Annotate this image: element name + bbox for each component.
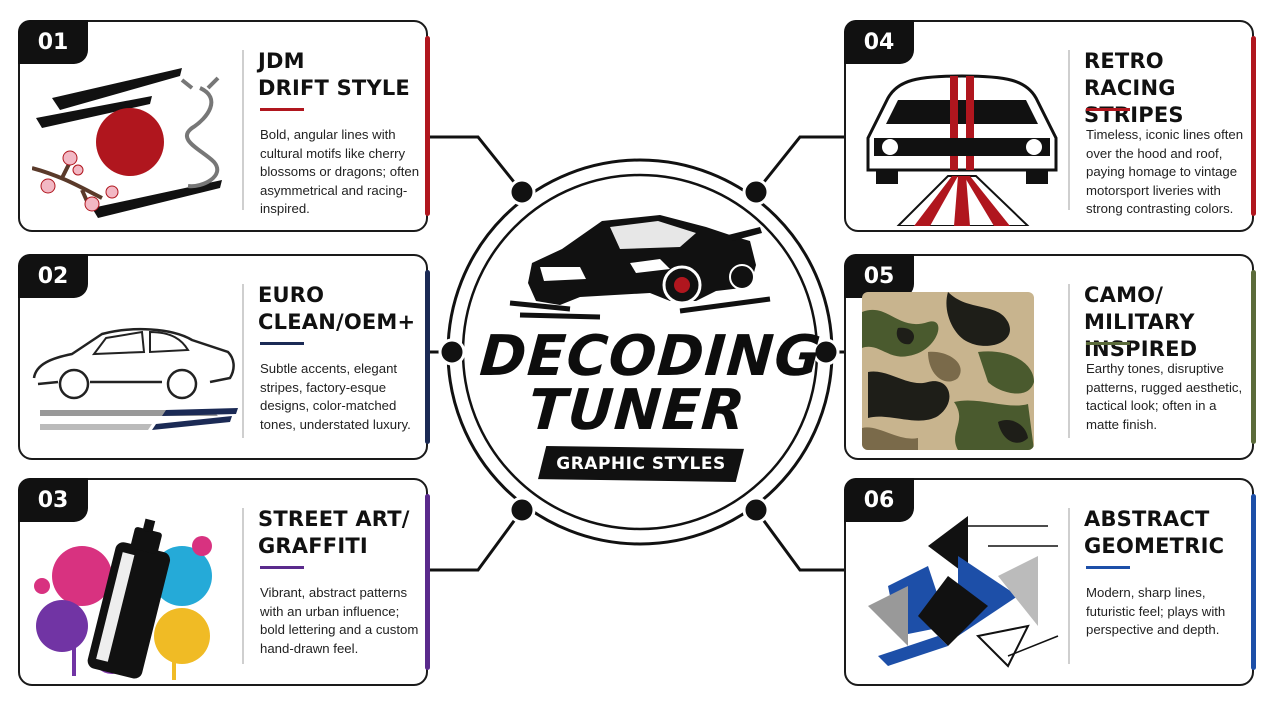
card-accent [1251, 36, 1256, 216]
center-title-line2: TUNER [526, 378, 748, 443]
rising-sun-dragon-blossom-icon [32, 68, 222, 218]
node-04 [742, 178, 770, 206]
center-car-icon [509, 215, 771, 320]
card-accent [1251, 494, 1256, 670]
connector-01 [428, 135, 524, 193]
card-divider [242, 508, 244, 664]
card-description: Timeless, iconic lines often over the ho… [1086, 127, 1244, 217]
center-subtitle: GRAPHIC STYLES [538, 446, 744, 482]
card-description: Subtle accents, elegant stripes, factory… [260, 361, 411, 432]
title-underline [260, 342, 304, 345]
sedan-outline-icon [32, 327, 238, 430]
muscle-car-stripes-icon [866, 74, 1058, 226]
card-title-line2: MILITARY INSPIRED [1084, 310, 1198, 361]
node-05 [812, 338, 840, 366]
node-06 [742, 496, 770, 524]
title-underline [1086, 342, 1130, 345]
card-divider [242, 284, 244, 438]
card-title-line1: RETRO [1084, 49, 1164, 73]
card-divider [1068, 284, 1070, 438]
center-title: DECODING TUNER [474, 324, 824, 443]
node-02 [438, 338, 466, 366]
card-number-badge: 06 [844, 478, 914, 522]
card-number-badge: 01 [18, 20, 88, 64]
card-title-line1: CAMO/ [1084, 283, 1164, 307]
card-number-badge: 04 [844, 20, 914, 64]
card-description: Vibrant, abstract patterns with an urban… [260, 585, 419, 656]
card-number-badge: 05 [844, 254, 914, 298]
style-card-street-art: 03 STREET ART/ GRAFFITI Vibrant, abstrac… [18, 478, 430, 686]
card-accent [425, 494, 430, 670]
card-title-line2: GEOMETRIC [1084, 534, 1225, 558]
card-title-line2: RACING STRIPES [1084, 76, 1184, 127]
style-card-camo: 05 CAMO/ MILITARY INSPIRED Earthy tones,… [844, 254, 1256, 460]
card-divider [242, 50, 244, 210]
title-underline [1086, 108, 1130, 111]
node-03 [508, 496, 536, 524]
node-01 [508, 178, 536, 206]
card-description: Modern, sharp lines, futuristic feel; pl… [1086, 585, 1226, 638]
style-card-jdm: 01 JDM DRIFT STYLE Bold, angular lines w… [18, 20, 430, 232]
geometric-shapes-icon [868, 516, 1059, 668]
card-title-line2: GRAFFITI [258, 534, 368, 558]
card-title: EURO CLEAN/OEM+ [258, 282, 418, 336]
style-card-retro: 04 RETRO RACING STRIPES Timeless, iconic… [844, 20, 1256, 232]
card-title-line2: DRIFT STYLE [258, 76, 410, 100]
connector-04 [754, 135, 846, 193]
card-title-line1: EURO [258, 283, 325, 307]
card-title: JDM DRIFT STYLE [258, 48, 418, 102]
card-title-line1: STREET ART/ [258, 507, 410, 531]
card-divider [1068, 508, 1070, 664]
card-number-badge: 02 [18, 254, 88, 298]
card-title: RETRO RACING STRIPES [1084, 48, 1244, 129]
card-description: Bold, angular lines with cultural motifs… [260, 127, 420, 217]
card-title-line1: ABSTRACT [1084, 507, 1210, 531]
style-card-abstract: 06 ABSTRACT GEOMETRIC Modern, sharp line… [844, 478, 1256, 686]
card-title: ABSTRACT GEOMETRIC [1084, 506, 1244, 560]
style-card-euro: 02 EURO CLEAN/OEM+ Subtle accents, elega… [18, 254, 430, 460]
title-underline [260, 108, 304, 111]
card-title: STREET ART/ GRAFFITI [258, 506, 418, 560]
camo-pattern-icon [862, 292, 1034, 450]
card-title-line1: JDM [258, 49, 305, 73]
card-accent [425, 36, 430, 216]
connector-03 [428, 509, 524, 572]
title-underline [260, 566, 304, 569]
card-title: CAMO/ MILITARY INSPIRED [1084, 282, 1244, 363]
card-accent [1251, 270, 1256, 444]
card-accent [425, 270, 430, 444]
center-title-line1: DECODING [477, 324, 824, 389]
card-divider [1068, 50, 1070, 210]
card-title-line2: CLEAN/OEM+ [258, 310, 416, 334]
connector-06 [754, 509, 846, 572]
card-description: Earthy tones, disruptive patterns, rugge… [1086, 361, 1243, 432]
spray-can-icon [34, 518, 212, 680]
title-underline [1086, 566, 1130, 569]
card-number-badge: 03 [18, 478, 88, 522]
